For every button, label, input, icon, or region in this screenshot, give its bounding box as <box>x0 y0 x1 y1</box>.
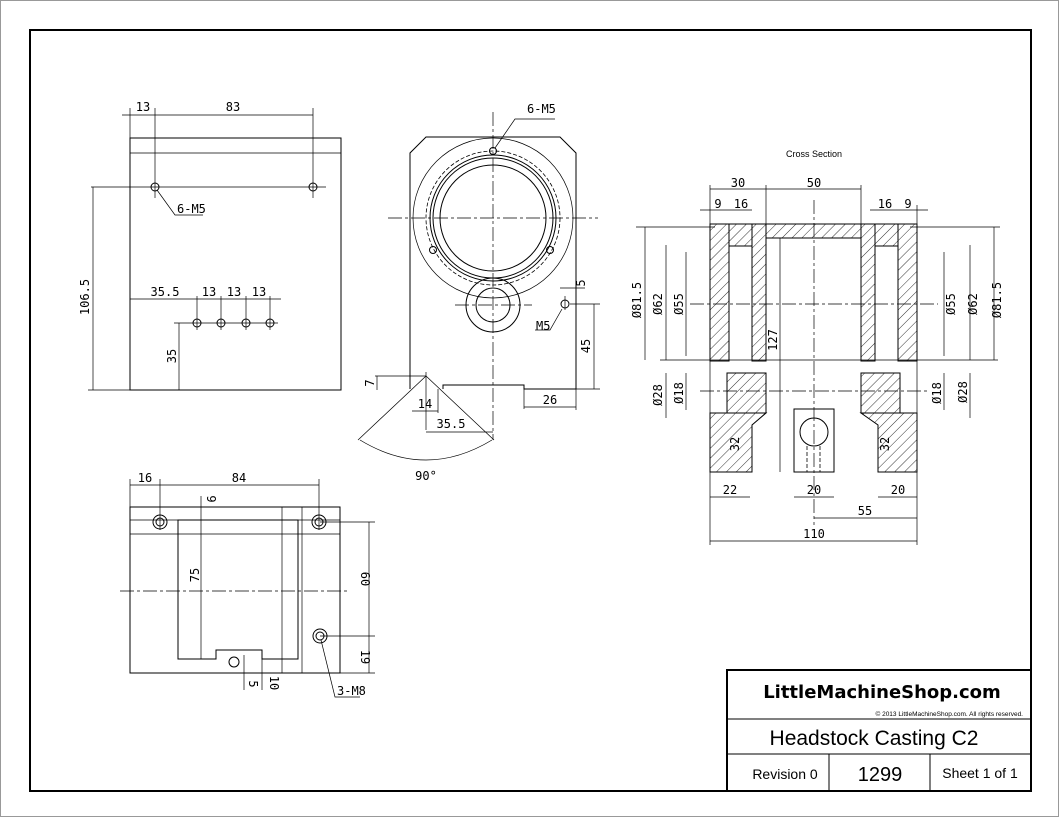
dim-13a: 13 <box>202 285 216 299</box>
copyright: © 2013 LittleMachineShop.com. All rights… <box>875 710 1023 718</box>
dim-26: 26 <box>543 393 557 407</box>
dim-10: 10 <box>267 676 281 690</box>
dim-20-right: 20 <box>891 483 905 497</box>
dim-13b: 13 <box>227 285 241 299</box>
dim-14: 14 <box>418 397 432 411</box>
dim-13c: 13 <box>252 285 266 299</box>
dim-dia-62-right: Ø62 <box>966 293 980 315</box>
note-6-m5: 6-M5 <box>177 202 206 216</box>
dim-dia-28-right: Ø28 <box>956 381 970 403</box>
revision: Revision 0 <box>752 766 818 782</box>
dim-dia-18-left: Ø18 <box>672 382 686 404</box>
dim-83: 83 <box>226 100 240 114</box>
dim-106-5: 106.5 <box>78 279 92 315</box>
dim-35-5-front: 35.5 <box>437 417 466 431</box>
note-3-m8: 3-M8 <box>337 684 366 698</box>
dim-9-right: 9 <box>904 197 911 211</box>
note-6-m5-front: 6-M5 <box>527 102 556 116</box>
dim-dia-18-right: Ø18 <box>930 382 944 404</box>
dim-dia-62-left: Ø62 <box>651 293 665 315</box>
dim-dia-81-5-right: Ø81.5 <box>990 282 1004 318</box>
dim-9-left: 9 <box>714 197 721 211</box>
drawing-title: Headstock Casting C2 <box>770 727 979 750</box>
dim-16: 16 <box>138 471 152 485</box>
note-m5: M5 <box>536 319 550 333</box>
dim-20-center: 20 <box>807 483 821 497</box>
dim-55: 55 <box>858 504 872 518</box>
cross-section-caption: Cross Section <box>786 149 842 159</box>
brand-logo: LittleMachineShop.com <box>763 682 1001 703</box>
dim-60: 60 <box>358 572 372 586</box>
dim-dia-55-left: Ø55 <box>672 293 686 315</box>
sheet-number: Sheet 1 of 1 <box>942 765 1018 781</box>
dim-32-right: 32 <box>878 437 892 451</box>
dim-30: 30 <box>731 176 745 190</box>
top-left-view: 13 83 6-M5 106.5 35.5 13 13 13 35 <box>78 100 342 391</box>
dim-75: 75 <box>188 568 202 582</box>
dim-13: 13 <box>136 100 150 114</box>
dim-19: 19 <box>358 650 372 664</box>
bottom-view: 16 84 9 75 60 19 5 10 3-M8 <box>120 471 375 698</box>
dim-7: 7 <box>363 379 377 386</box>
dim-32-left: 32 <box>728 437 742 451</box>
dim-35-5: 35.5 <box>151 285 180 299</box>
dim-5-bottom: 5 <box>246 680 260 687</box>
title-block: LittleMachineShop.com © 2013 LittleMachi… <box>726 669 1032 792</box>
front-view: 6-M5 M5 5 45 7 14 35.5 26 90° <box>357 102 600 483</box>
dim-22: 22 <box>723 483 737 497</box>
dim-110: 110 <box>803 527 825 541</box>
dim-dia-28-left: Ø28 <box>651 384 665 406</box>
dim-45: 45 <box>579 339 593 353</box>
angle-90: 90° <box>415 469 437 483</box>
dim-35: 35 <box>165 349 179 363</box>
dim-dia-55-right: Ø55 <box>944 293 958 315</box>
dim-16-left: 16 <box>734 197 748 211</box>
part-number: 1299 <box>858 764 903 786</box>
dim-5: 5 <box>574 279 588 286</box>
dim-9: 9 <box>204 495 218 502</box>
dim-16-right: 16 <box>878 197 892 211</box>
dim-50: 50 <box>807 176 821 190</box>
dim-84: 84 <box>232 471 246 485</box>
cross-section-view: Cross Section <box>630 149 1004 545</box>
dim-dia-81-5-left: Ø81.5 <box>630 282 644 318</box>
drawing-frame <box>29 29 1032 792</box>
dim-127: 127 <box>766 329 780 351</box>
